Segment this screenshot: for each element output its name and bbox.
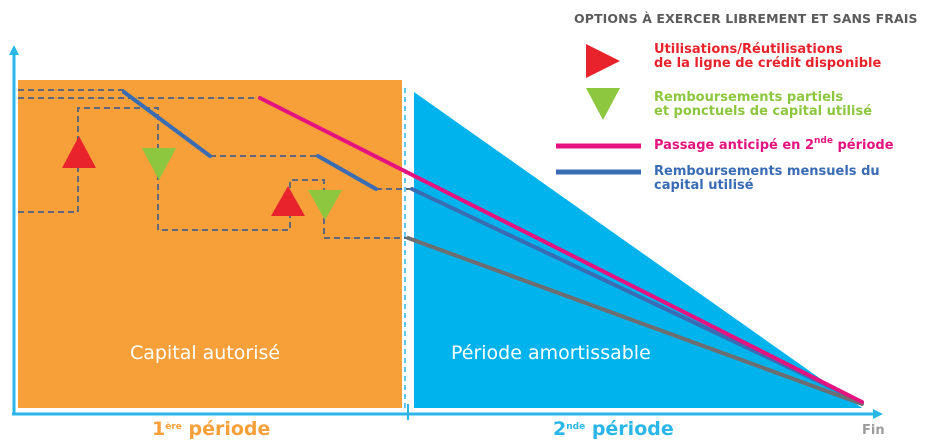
legend-passage-pre: Passage anticipé en 2 [654,138,814,153]
second-period-word: période [585,418,674,440]
legend-mensuel-line2: capital utilisé [654,178,754,193]
periode-amortissable-area [414,92,862,408]
legend-green-triangle-icon [586,88,620,120]
capital-autorise-area [18,80,402,408]
first-period-word: période [181,418,271,440]
legend-mensuel-text: Remboursements mensuels du capital utili… [654,165,880,193]
legend-remb-line1: Remboursements partiels [654,90,844,105]
legend-passage-text: Passage anticipé en 2nde période [654,136,894,153]
first-period-label: 1ère période [152,418,270,440]
end-label: Fin [862,423,885,438]
legend-util-text: Utilisations/Réutilisations de la ligne … [654,43,881,71]
first-period-sup: ère [165,422,182,432]
utilisation-triangle-2 [271,186,305,216]
legend-red-triangle-icon [586,44,620,78]
capital-autorise-label: Capital autorisé [130,342,281,364]
early-transition-line [258,96,864,404]
utilisation-triangle-1 [62,136,96,168]
remboursement-triangle-1 [142,148,176,180]
legend-util-line1: Utilisations/Réutilisations [654,42,843,57]
legend-title: OPTIONS À EXERCER LIBREMENT ET SANS FRAI… [574,11,918,26]
second-period-label: 2nde période [553,418,674,440]
periode-amortissable-label: Période amortissable [451,342,651,364]
second-period-num: 2 [553,418,567,440]
legend-passage-sup: nde [814,136,833,146]
legend-passage-post: période [832,138,894,153]
legend-util-line2: de la ligne de crédit disponible [654,56,882,71]
legend-remb-line2: et ponctuels de capital utilisé [654,104,873,119]
legend-mensuel-line1: Remboursements mensuels du [654,164,880,179]
second-period-sup: nde [566,422,586,432]
legend-remb-text: Remboursements partiels et ponctuels de … [654,91,872,119]
monthly-repayment-steps [122,90,864,404]
first-period-num: 1 [152,418,166,440]
amortization-grey-line [406,236,864,406]
remboursement-triangle-2 [308,190,342,220]
